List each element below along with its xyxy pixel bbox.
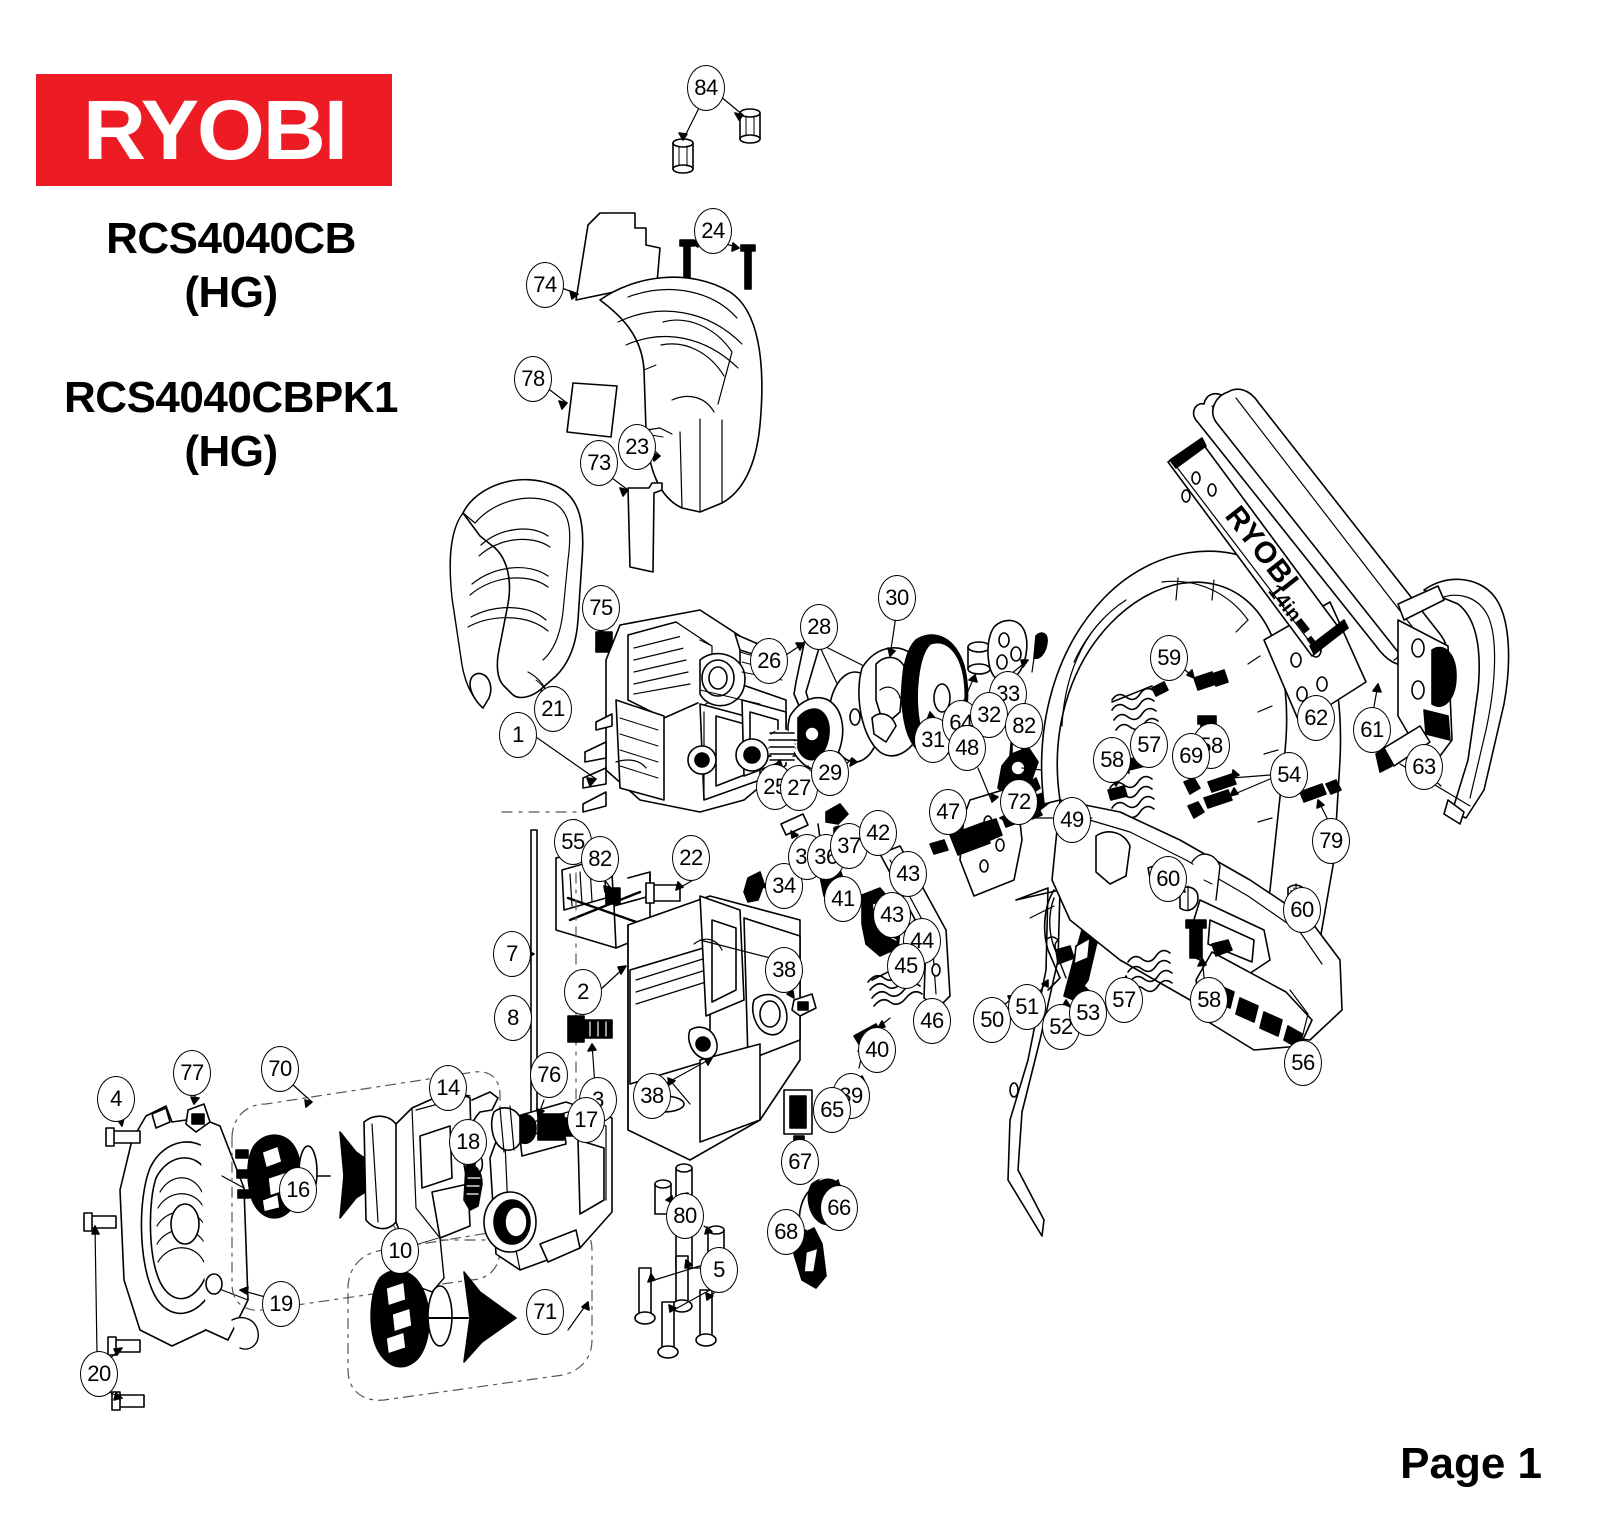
part-47-bolt [929, 818, 1003, 856]
callout-59: 59 [1150, 635, 1188, 681]
part-38-clips [664, 985, 817, 1085]
callout-26: 26 [750, 638, 788, 684]
callout-45: 45 [887, 943, 925, 989]
model-suffix-primary: (HG) [184, 267, 278, 317]
callout-60: 60 [1149, 856, 1187, 902]
part-84-bushings [672, 95, 761, 174]
callout-74: 74 [526, 262, 564, 308]
part-19-starter-cover [83, 1087, 277, 1411]
callout-10: 10 [381, 1228, 419, 1274]
callout-63: 63 [1405, 744, 1443, 790]
part-1-engine-assembly [535, 609, 787, 813]
callout-62: 62 [1297, 695, 1335, 741]
callout-57: 57 [1105, 977, 1143, 1023]
callout-16: 16 [279, 1167, 317, 1213]
callout-61: 61 [1353, 707, 1391, 753]
part-21-front-handle [449, 478, 584, 726]
callout-43: 43 [889, 851, 927, 897]
callout-82: 82 [1005, 703, 1043, 749]
callout-65: 65 [813, 1087, 851, 1133]
callout-77: 77 [173, 1050, 211, 1096]
part-78-label [545, 382, 618, 438]
part-3-oil-pump [567, 1015, 613, 1087]
part-2-tank-housing [599, 895, 801, 1161]
callout-18: 18 [449, 1119, 487, 1165]
callout-4: 4 [97, 1076, 135, 1122]
callout-17: 17 [567, 1097, 605, 1143]
callout-38: 38 [765, 947, 803, 993]
callout-48: 48 [948, 725, 986, 771]
callout-70: 70 [261, 1046, 299, 1092]
callout-78: 78 [514, 356, 552, 402]
callout-57: 57 [1130, 722, 1168, 768]
callout-8: 8 [494, 995, 532, 1041]
callout-58: 58 [1190, 977, 1228, 1023]
callout-42: 42 [859, 810, 897, 856]
part-63-sprocket-cover [1375, 578, 1510, 825]
callout-60: 60 [1283, 887, 1321, 933]
callout-38: 38 [633, 1073, 671, 1119]
part-57b-58c [1121, 919, 1233, 993]
part-22-pin [645, 875, 701, 904]
callout-58: 58 [1093, 737, 1131, 783]
callout-29: 29 [811, 750, 849, 796]
part-24-screws [679, 238, 756, 290]
part-10-71-group [347, 1101, 613, 1401]
callout-50: 50 [973, 997, 1011, 1043]
callout-22: 22 [672, 835, 710, 881]
part-50-53-guard [997, 887, 1105, 1237]
callout-1: 1 [499, 712, 537, 758]
callout-80: 80 [666, 1193, 704, 1239]
callout-67: 67 [781, 1139, 819, 1185]
part-5-bolts [634, 1255, 723, 1359]
callout-68: 68 [767, 1209, 805, 1255]
callout-21: 21 [534, 686, 572, 732]
callout-71: 71 [526, 1289, 564, 1335]
callout-82: 82 [581, 836, 619, 882]
callout-49: 49 [1053, 797, 1091, 843]
callout-47: 47 [929, 789, 967, 835]
callout-7: 7 [493, 931, 531, 977]
model-suffix-secondary: (HG) [184, 427, 278, 477]
brand-block: RYOBI RCS4040CB (HG) RCS4040CBPK1 (HG) [36, 74, 426, 479]
callout-2: 2 [564, 969, 602, 1015]
part-74-baffle [558, 212, 661, 301]
part-82b-fastener [603, 878, 621, 905]
callout-30: 30 [878, 575, 916, 621]
callout-73: 73 [580, 440, 618, 486]
callout-79: 79 [1312, 818, 1350, 864]
part-33-clip [1004, 632, 1048, 680]
part-70-carb-group [231, 1071, 501, 1311]
callout-76: 76 [530, 1052, 568, 1098]
callout-72: 72 [1000, 779, 1038, 825]
ryobi-logo-wordmark: RYOBI [82, 83, 347, 177]
part-73-gasket [611, 477, 663, 573]
page-number: Page 1 [1400, 1439, 1542, 1488]
callout-75: 75 [582, 585, 620, 631]
callout-23: 23 [618, 424, 656, 470]
part-23-top-cover [599, 276, 763, 513]
callout-69: 69 [1172, 733, 1210, 779]
callout-51: 51 [1008, 984, 1046, 1030]
part-76-17-fitting [490, 1099, 577, 1153]
callout-14: 14 [429, 1065, 467, 1111]
callout-28: 28 [800, 604, 838, 650]
callout-20: 20 [80, 1351, 118, 1397]
callout-24: 24 [694, 208, 732, 254]
callout-40: 40 [858, 1027, 896, 1073]
callout-66: 66 [820, 1185, 858, 1231]
callout-19: 19 [262, 1281, 300, 1327]
part-79-screw [1299, 779, 1342, 821]
callout-84: 84 [687, 65, 725, 111]
model-number-primary: RCS4040CB [106, 214, 356, 263]
callout-56: 56 [1284, 1040, 1322, 1086]
callout-54: 54 [1270, 752, 1308, 798]
model-number-secondary: RCS4040CBPK1 [64, 373, 398, 423]
ryobi-logo: RYOBI [36, 74, 392, 186]
callout-46: 46 [913, 998, 951, 1044]
part-64-spacer [961, 641, 991, 706]
callout-53: 53 [1069, 990, 1107, 1036]
callout-41: 41 [824, 876, 862, 922]
callout-5: 5 [700, 1247, 738, 1293]
